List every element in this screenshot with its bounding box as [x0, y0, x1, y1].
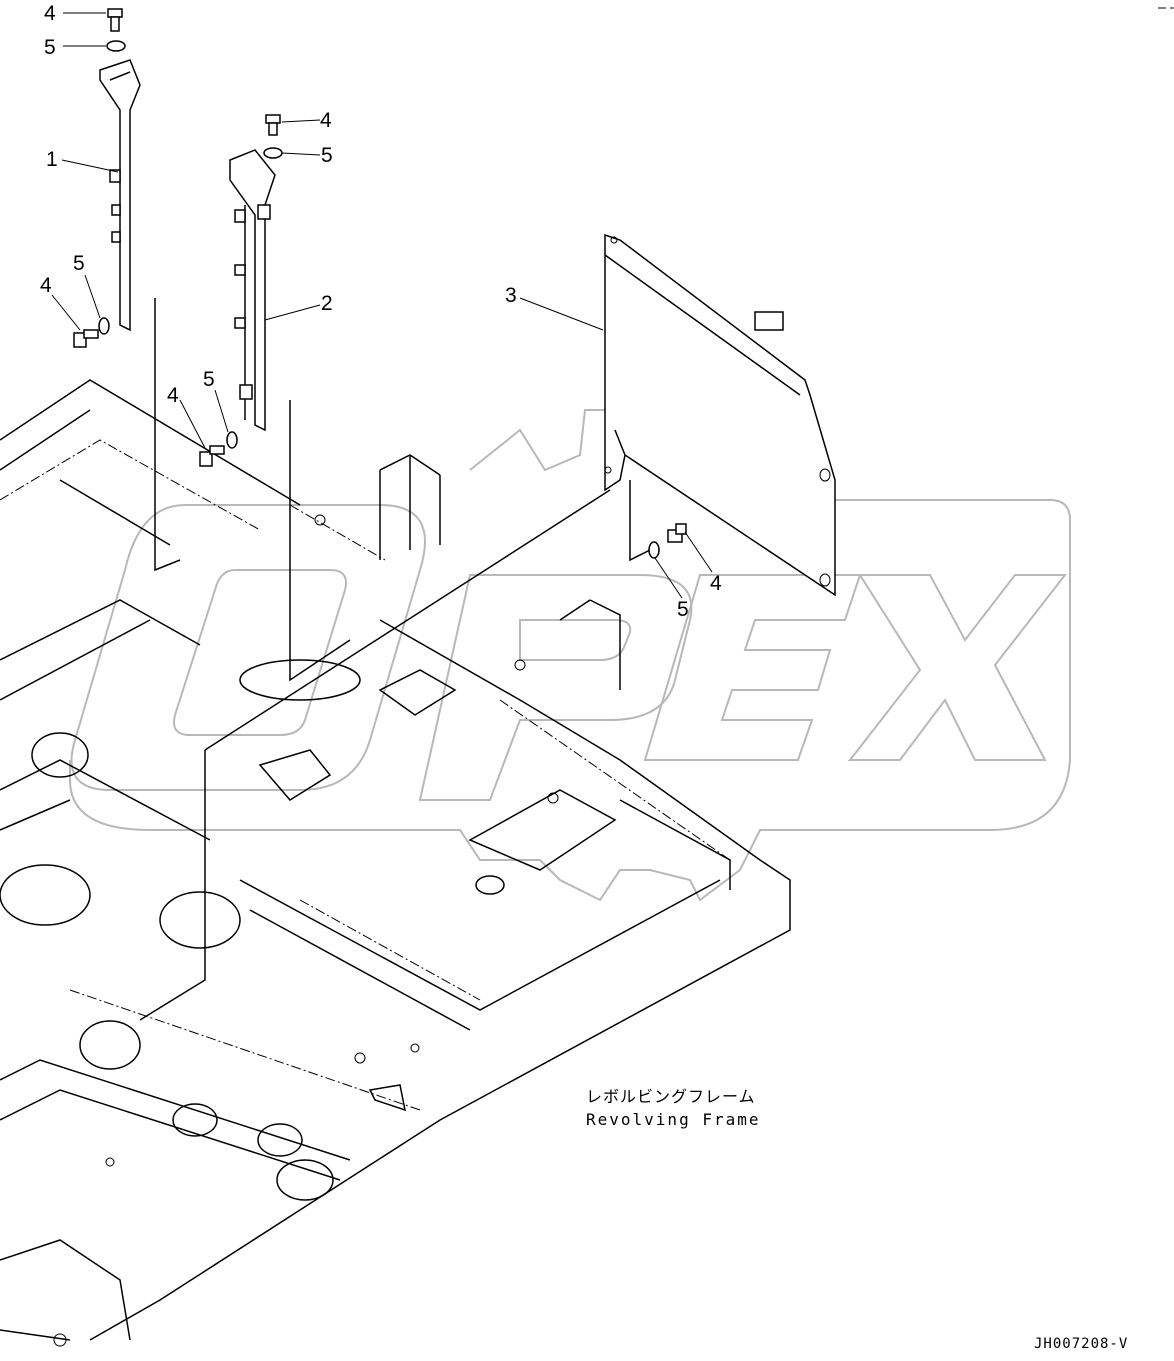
- part-1-bracket: [99, 59, 141, 332]
- washer-5d: [226, 431, 238, 449]
- bolt-4e: [667, 523, 687, 543]
- callout-4: 4: [710, 572, 722, 595]
- callout-3: 3: [505, 284, 517, 307]
- part-2-bracket: [229, 149, 276, 432]
- callout-5: 5: [73, 252, 85, 275]
- callout-5: 5: [203, 368, 215, 391]
- bolt-4b: [265, 114, 281, 136]
- watermark-letter-x: [847, 574, 1068, 761]
- callout-4: 4: [40, 274, 52, 297]
- fasteners: [73, 8, 687, 559]
- frame-label-en: Revolving Frame: [586, 1110, 761, 1129]
- leader-lines: [139, 298, 651, 1021]
- frame-label: レボルビングフレーム Revolving Frame: [586, 1087, 761, 1129]
- washer-5c: [98, 317, 110, 335]
- callout-2: 2: [321, 292, 333, 315]
- callout-5: 5: [44, 36, 56, 59]
- washer-5e: [648, 541, 660, 559]
- bolt-4c: [73, 329, 99, 348]
- callout-4: 4: [167, 384, 179, 407]
- callout-numbers: 4 5 1 4 5 5 4 2 3 5 4 4 5: [40, 2, 722, 621]
- watermark-gear: [69, 409, 1071, 902]
- opex-watermark: [69, 409, 1071, 902]
- callout-leaders: [51, 12, 713, 599]
- drawing-code: JH007208-V: [1034, 1336, 1128, 1352]
- callout-1: 1: [46, 148, 58, 171]
- washer-5a: [106, 40, 126, 52]
- bolt-4d: [199, 445, 225, 467]
- watermark-letter-p: [418, 574, 693, 801]
- part-3-cover-plate: [604, 233, 836, 597]
- callout-4: 4: [320, 109, 332, 132]
- watermark-letter-e: [643, 574, 862, 761]
- watermark-letter-o: [70, 504, 426, 791]
- frame-label-jp: レボルビングフレーム: [586, 1087, 756, 1106]
- washer-5b: [263, 147, 283, 159]
- callout-5: 5: [321, 144, 333, 167]
- revolving-frame: [0, 379, 791, 1347]
- callout-5: 5: [677, 598, 689, 621]
- callout-4: 4: [44, 2, 56, 25]
- bolt-4a: [107, 8, 123, 32]
